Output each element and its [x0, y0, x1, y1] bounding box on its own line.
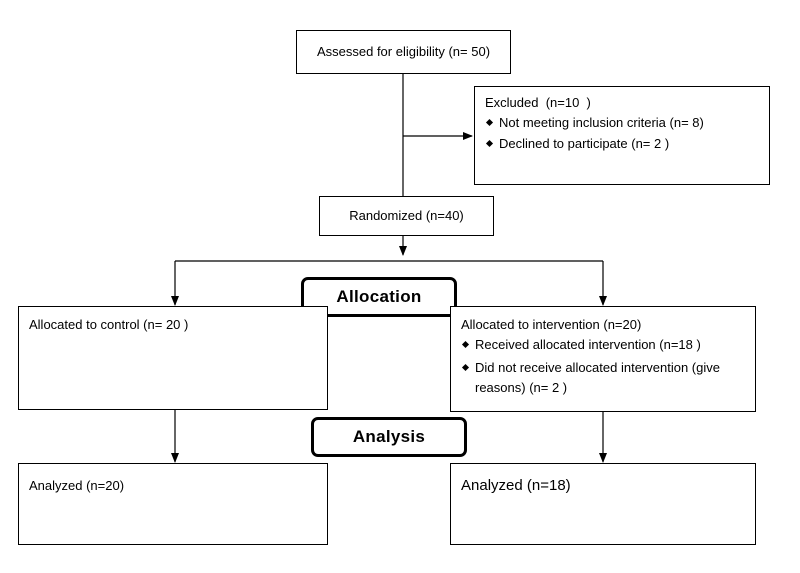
bullet-icon — [485, 118, 494, 127]
assessed-box: Assessed for eligibility (n= 50) — [296, 30, 511, 74]
excluded-box: Excluded (n=10 ) Not meeting inclusion c… — [474, 86, 770, 185]
randomized-box: Randomized (n=40) — [319, 196, 494, 236]
analysis-stage-label: Analysis — [311, 417, 467, 457]
analyzed-intervention-box: Analyzed (n=18) — [450, 463, 756, 545]
analyzed-control-box: Analyzed (n=20) — [18, 463, 328, 545]
intervention-allocation-box: Allocated to intervention (n=20) Receive… — [450, 306, 756, 412]
assessed-label: Assessed for eligibility (n= 50) — [316, 44, 491, 59]
analyzed-intervention-label: Analyzed (n=18) — [461, 477, 571, 494]
intervention-item: Did not receive allocated intervention (… — [461, 358, 745, 398]
excluded-title: Excluded (n=10 ) — [485, 95, 591, 110]
intervention-allocation-title: Allocated to intervention (n=20) — [461, 317, 642, 332]
randomized-label: Randomized (n=40) — [349, 208, 464, 223]
excluded-item: Declined to participate (n= 2 ) — [485, 136, 759, 152]
excluded-item: Not meeting inclusion criteria (n= 8) — [485, 115, 759, 131]
control-allocation-box: Allocated to control (n= 20 ) — [18, 306, 328, 410]
control-allocation-label: Allocated to control (n= 20 ) — [29, 317, 189, 332]
bullet-icon — [461, 340, 470, 349]
bullet-icon — [461, 363, 470, 372]
bullet-icon — [485, 139, 494, 148]
intervention-item: Received allocated intervention (n=18 ) — [461, 337, 745, 353]
intervention-list: Received allocated intervention (n=18 ) … — [461, 337, 745, 398]
excluded-list: Not meeting inclusion criteria (n= 8) De… — [485, 115, 759, 152]
analyzed-control-label: Analyzed (n=20) — [29, 478, 125, 493]
